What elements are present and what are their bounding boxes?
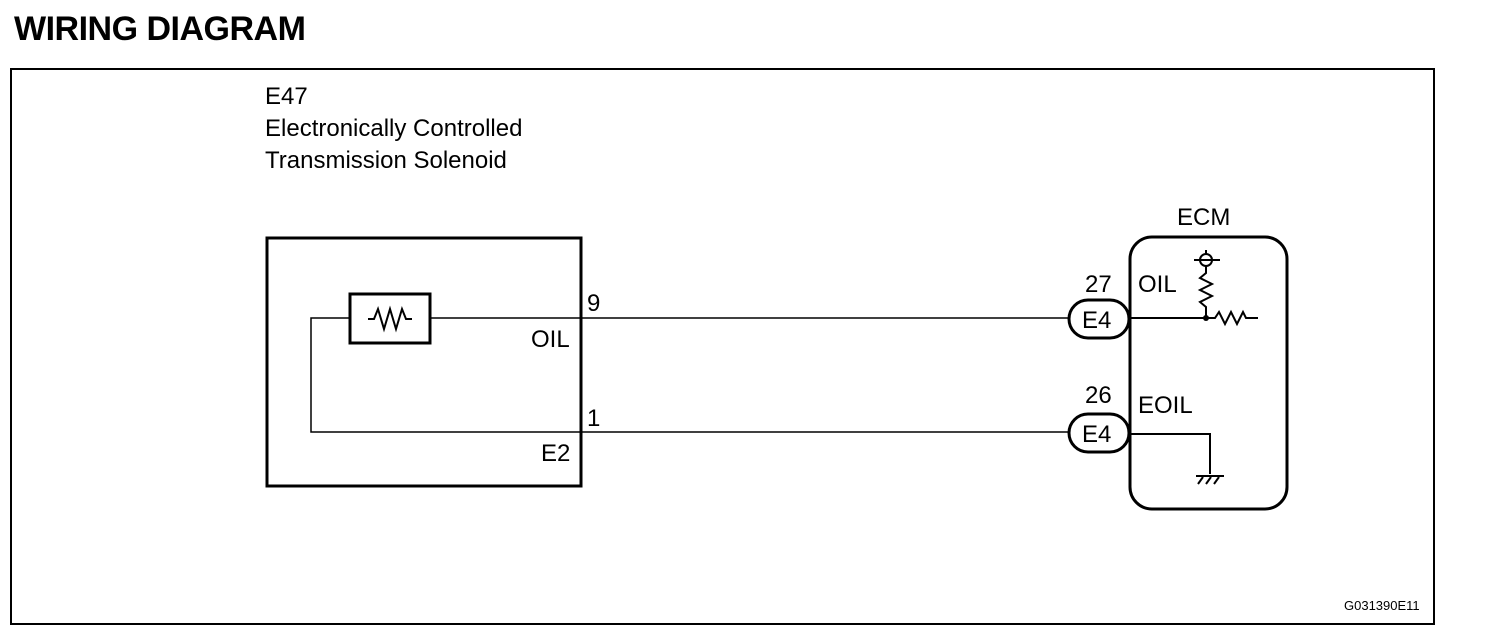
pull-up-resistor-icon [1129,250,1258,327]
resistor-icon [348,292,432,345]
ecm-label: ECM [1177,204,1230,231]
figure-id: G031390E11 [1344,598,1420,613]
ecm-box [1128,235,1289,511]
internal-wire [310,317,581,433]
solenoid-box [265,236,583,488]
solenoid-pin-e2-label: E2 [541,440,570,467]
ecm-pin-26: 26 [1085,382,1112,409]
ecm-terminal-eoil: EOIL [1138,392,1193,419]
component-name-line2: Transmission Solenoid [265,147,507,174]
diagram-frame [10,68,1435,625]
ground-icon [1129,433,1224,485]
ecm-pin-27: 27 [1085,271,1112,298]
page-title: WIRING DIAGRAM [14,10,306,48]
component-code: E47 [265,83,308,110]
connector-e4-27: E4 [1067,298,1131,340]
solenoid-pin-oil-label: OIL [531,326,570,353]
ecm-terminal-oil: OIL [1138,271,1177,298]
solenoid-pin-1: 1 [587,405,600,432]
component-name-line1: Electronically Controlled [265,115,522,142]
connector-e4-26-label: E4 [1082,421,1111,448]
connector-e4-26: E4 [1067,412,1131,454]
solenoid-pin-9: 9 [587,290,600,317]
connector-e4-27-label: E4 [1082,307,1111,334]
